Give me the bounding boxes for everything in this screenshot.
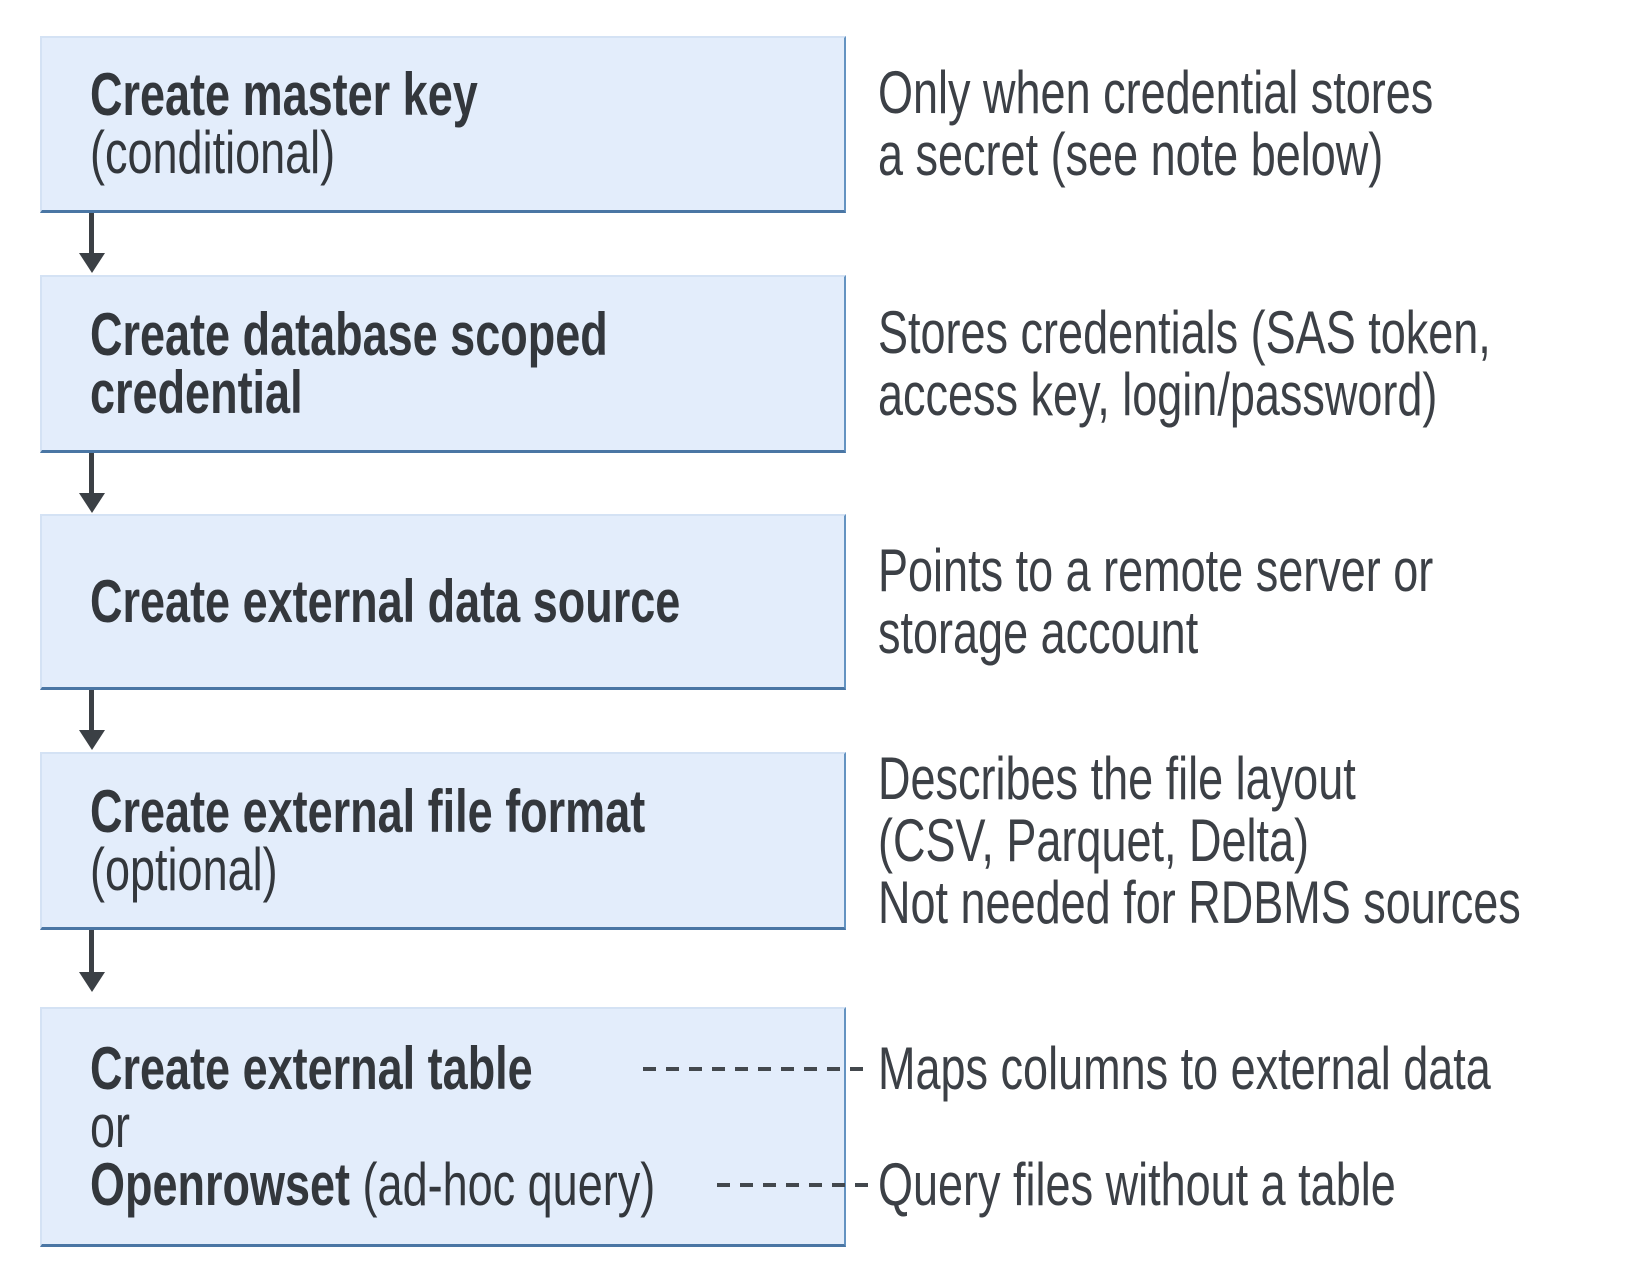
annotation-line: storage account — [878, 599, 1199, 666]
box-title-bold: Create external table — [90, 1034, 533, 1102]
box-title-line: Create database scoped — [90, 304, 656, 364]
annotation-line: Points to a remote server or — [878, 537, 1434, 604]
annotation-line: Maps columns to external data — [878, 1035, 1491, 1102]
box-title-line: Create external file format — [90, 781, 656, 841]
box-title-line: (optional) — [90, 839, 656, 899]
box-title-regular: or — [90, 1092, 131, 1160]
box-title-regular: (conditional) — [90, 119, 336, 186]
box-title-regular: (ad-hoc query) — [350, 1150, 656, 1218]
annotation-master-key: Only when credential stores a secret (se… — [878, 62, 1618, 186]
box-title-bold: credential — [90, 358, 303, 426]
step-box-create-external-data-source: Create external data source — [40, 514, 846, 690]
annotation-line: Not needed for RDBMS sources — [878, 869, 1521, 936]
step-box-create-external-file-format: Create external file format (optional) — [40, 752, 846, 930]
down-arrow-icon — [79, 213, 105, 273]
box-title-bold: Create master key — [90, 61, 478, 128]
annotation-external-table: Maps columns to external data — [878, 1038, 1638, 1100]
box-title-line: Create external table — [90, 1038, 656, 1098]
down-arrow-icon — [79, 453, 105, 513]
box-title-line: Create external data source — [90, 571, 680, 631]
box-title-line: Create master key — [90, 65, 656, 125]
annotation-line: access key, login/password) — [878, 361, 1438, 428]
annotation-line: (CSV, Parquet, Delta) — [878, 807, 1310, 874]
box-title-bold: Openrowset — [90, 1150, 351, 1218]
box-title-bold: Create external file format — [90, 777, 646, 845]
annotation-line: Stores credentials (SAS token, — [878, 299, 1491, 366]
annotation-file-format: Describes the file layout (CSV, Parquet,… — [878, 748, 1638, 934]
annotation-line: a secret (see note below) — [878, 121, 1384, 188]
step-box-create-master-key: Create master key (conditional) — [40, 36, 846, 213]
box-title-bold: Create external data source — [90, 567, 681, 635]
down-arrow-icon — [79, 930, 105, 992]
box-title-line: or — [90, 1096, 656, 1156]
annotation-scoped-credential: Stores credentials (SAS token, access ke… — [878, 302, 1638, 426]
annotation-line: Query files without a table — [878, 1151, 1396, 1218]
annotation-data-source: Points to a remote server or storage acc… — [878, 540, 1618, 664]
annotation-line: Describes the file layout — [878, 745, 1356, 812]
step-box-create-database-scoped-credential: Create database scoped credential — [40, 275, 846, 453]
annotation-line: Only when credential stores — [878, 59, 1434, 126]
dashed-connector-external-table — [643, 1067, 870, 1071]
down-arrow-icon — [79, 690, 105, 750]
annotation-openrowset: Query files without a table — [878, 1154, 1568, 1216]
box-title-line: (conditional) — [90, 123, 656, 183]
box-title-bold: Create database scoped — [90, 300, 608, 368]
dashed-connector-openrowset — [717, 1183, 870, 1187]
box-title-line: credential — [90, 362, 656, 422]
box-title-regular: (optional) — [90, 835, 278, 903]
step-box-create-external-table-or-openrowset: Create external table or Openrowset (ad-… — [40, 1007, 846, 1247]
box-title-line: Openrowset (ad-hoc query) — [90, 1154, 656, 1214]
